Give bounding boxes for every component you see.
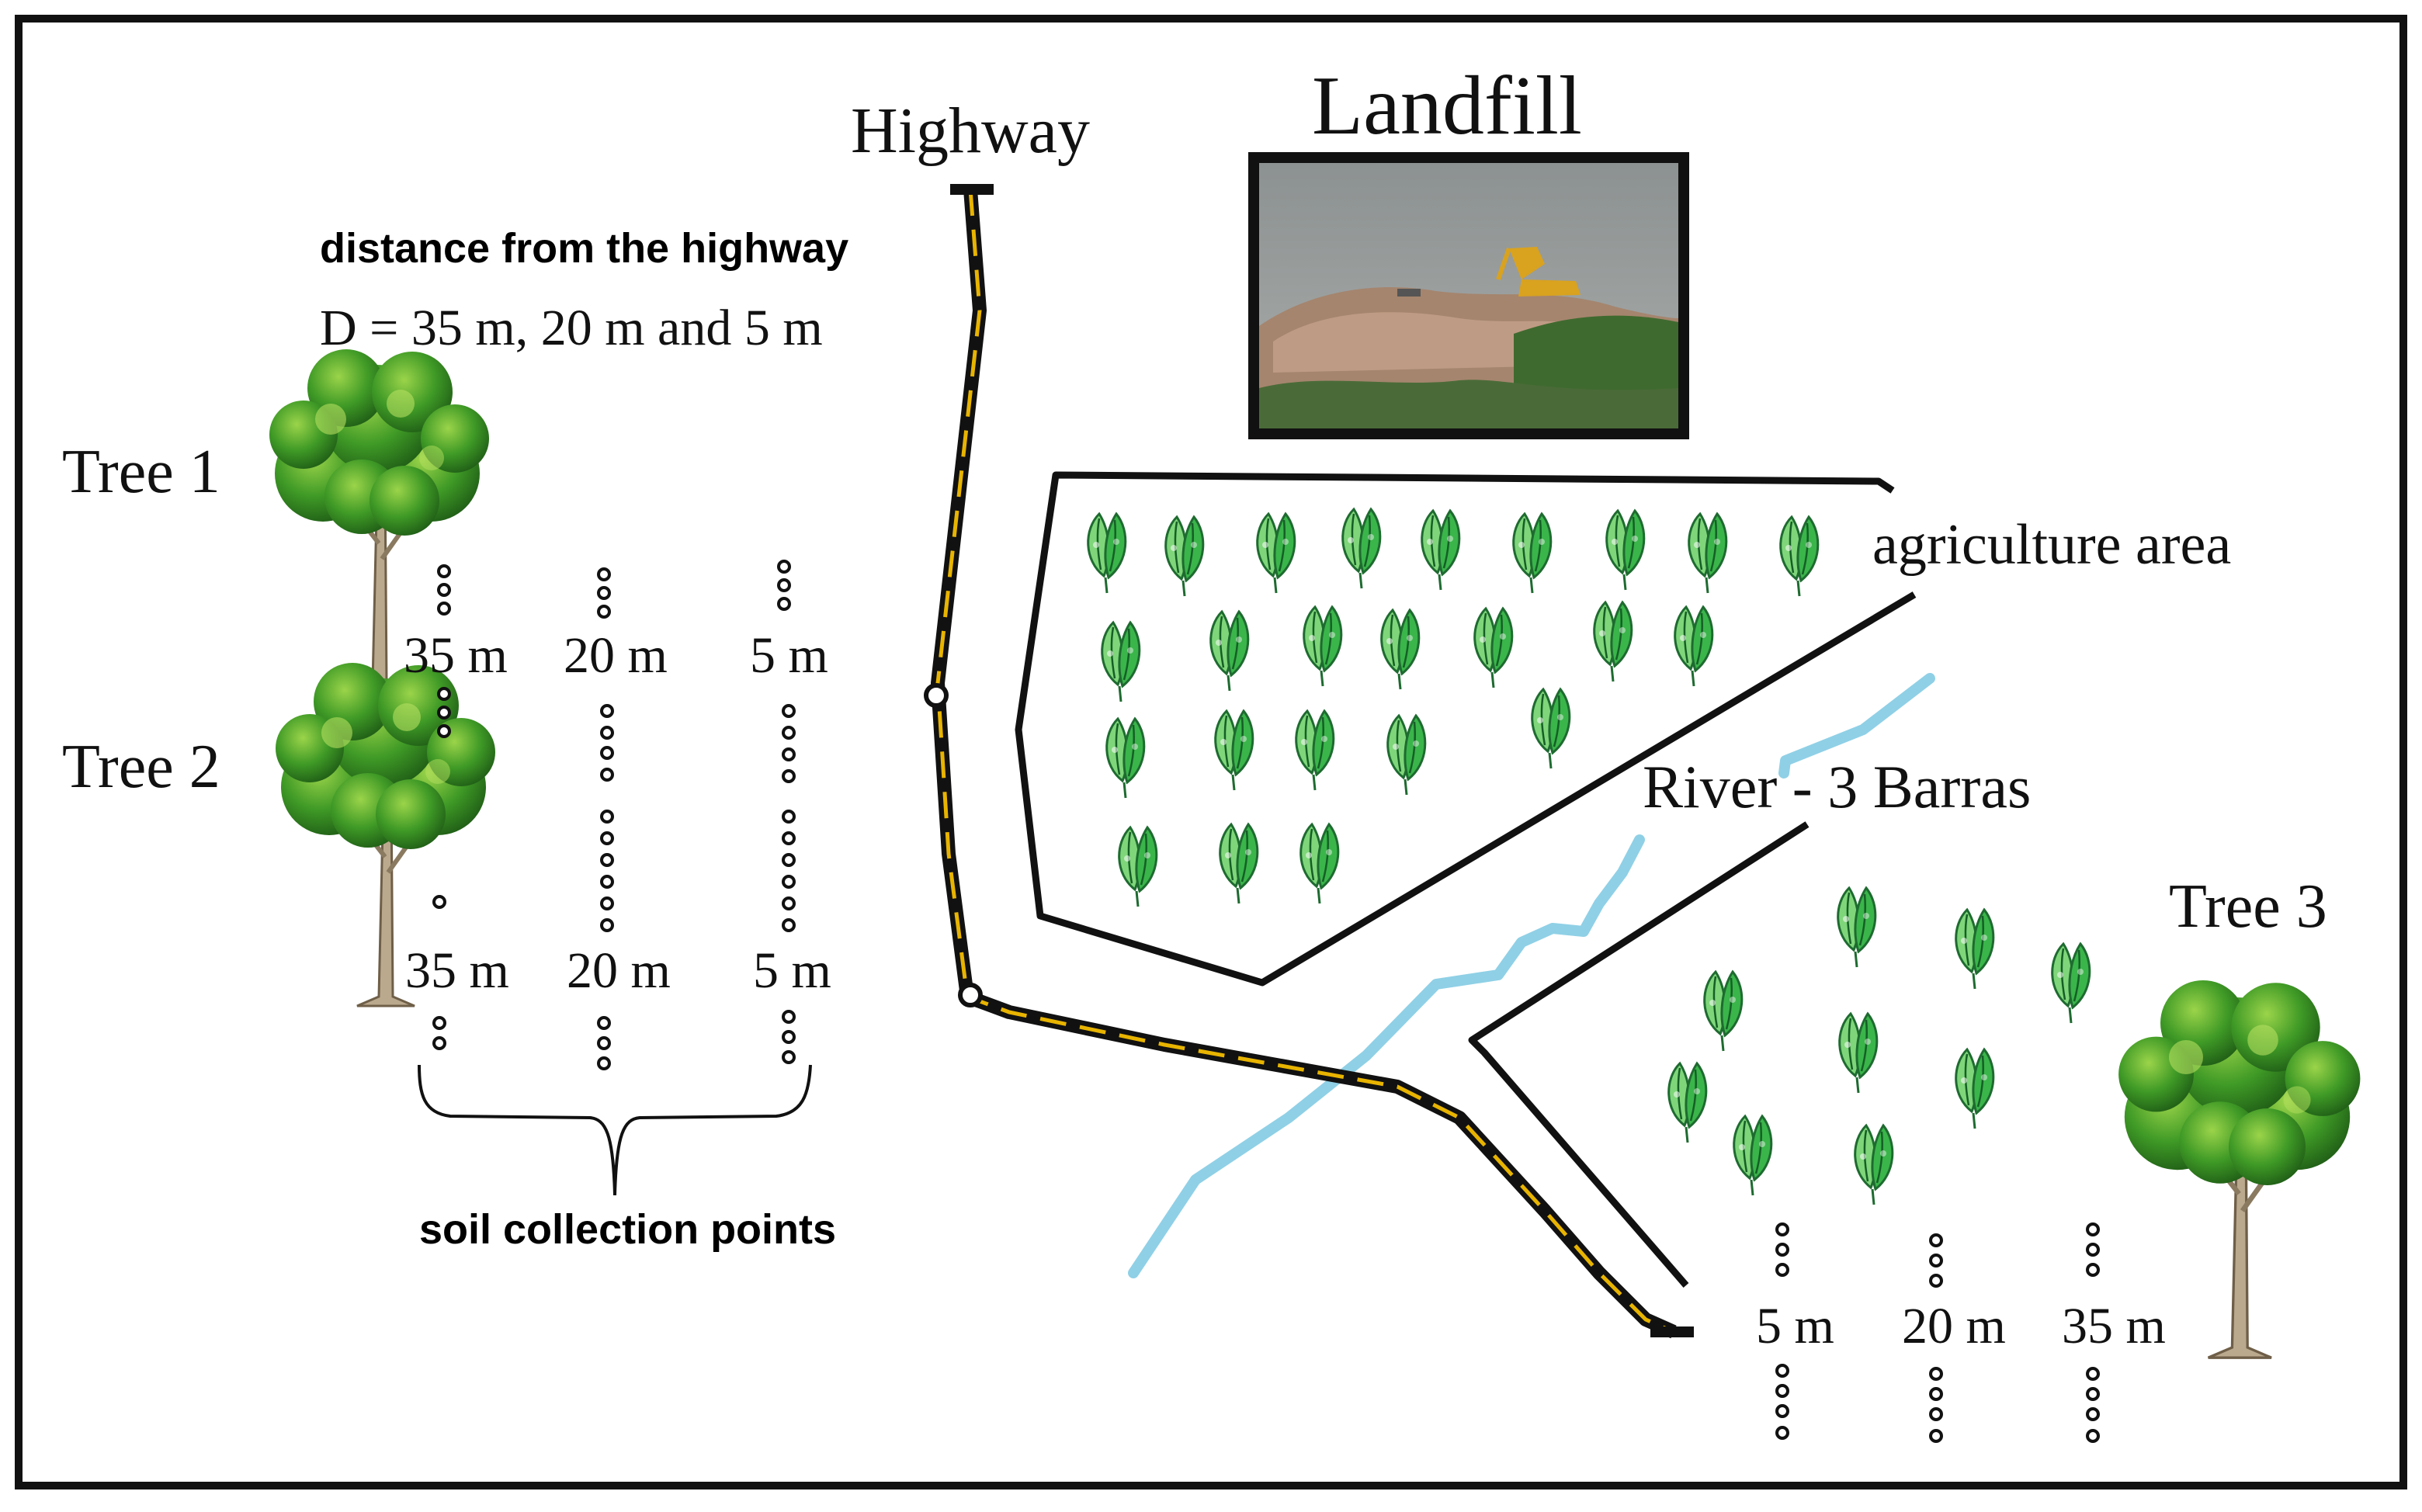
crop-icons-lower [1667, 886, 2091, 1206]
agriculture-label: agriculture area [1872, 513, 2231, 577]
river [1128, 673, 1935, 1278]
tree-2-label: Tree 2 [62, 733, 220, 801]
distance-label-right-2: 20 m [1902, 1298, 2006, 1354]
soil-points-brace [418, 1064, 812, 1196]
tree-3-label: Tree 3 [2169, 872, 2327, 941]
landfill-photo [1248, 152, 1689, 439]
distance-label-left-top-2: 20 m [564, 627, 668, 684]
distance-label-left-bottom-3: 5 m [753, 942, 831, 999]
highway-label: Highway [851, 95, 1090, 167]
distance-heading: distance from the highway [320, 225, 848, 272]
distance-label-left-top-3: 5 m [750, 627, 828, 684]
highway-road [924, 184, 1694, 1339]
distance-label-left-bottom-2: 20 m [567, 942, 671, 999]
distance-label-left-bottom-1: 35 m [405, 942, 509, 999]
landfill-label: Landfill [1312, 60, 1582, 152]
soil-points-label: soil collection points [419, 1206, 836, 1253]
agriculture-boundary-lower [1468, 821, 1810, 1288]
tree-1-label: Tree 1 [62, 438, 220, 506]
crop-icons-upper [1087, 508, 1820, 908]
distance-label-right-1: 5 m [1756, 1298, 1834, 1354]
agriculture-boundary-upper [1015, 471, 1917, 987]
distance-label-left-top-1: 35 m [404, 627, 508, 684]
distance-label-right-3: 35 m [2062, 1298, 2166, 1354]
distance-values: D = 35 m, 20 m and 5 m [320, 300, 823, 356]
river-label: River - 3 Barras [1643, 753, 2031, 820]
outer-frame [15, 15, 2407, 1489]
